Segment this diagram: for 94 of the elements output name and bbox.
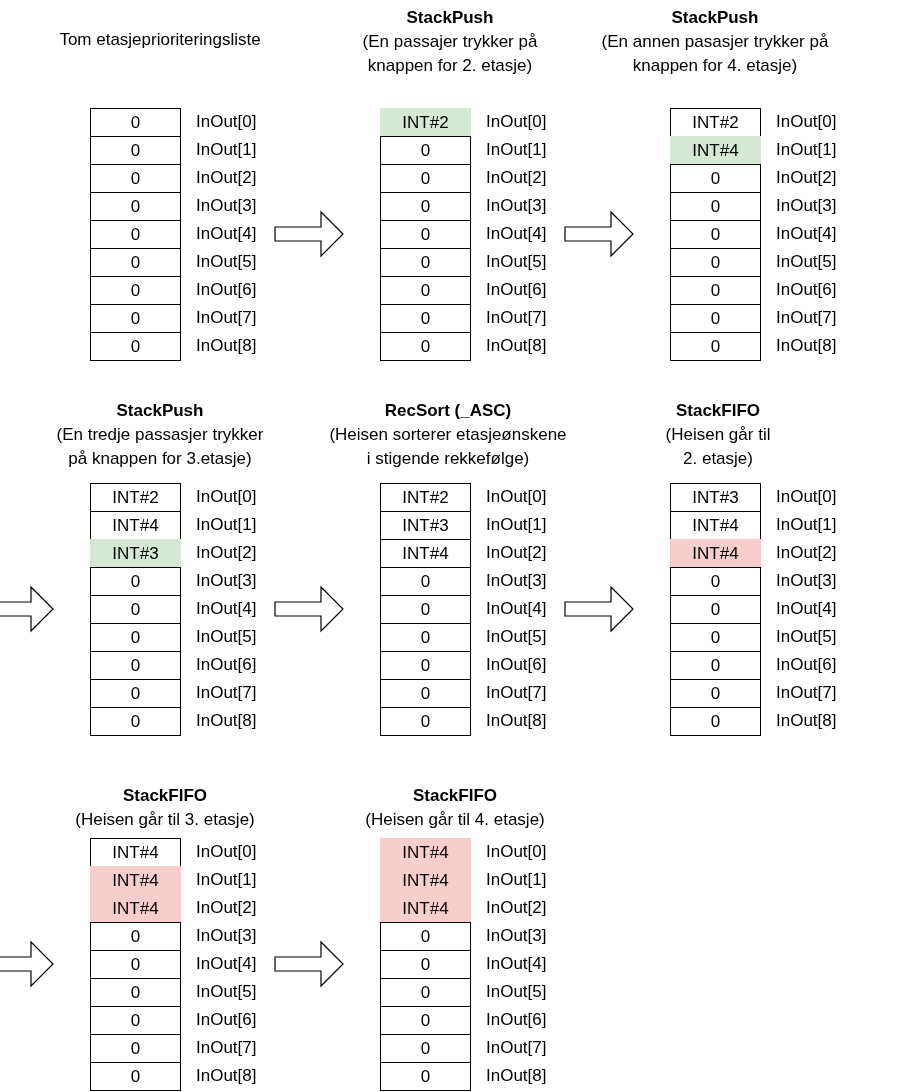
index-label: InOut[3] [196, 570, 257, 592]
step-description: (En passajer trykker på knappen for 2. etasje) [361, 31, 539, 77]
index-label: InOut[6] [776, 279, 837, 301]
index-label: InOut[5] [196, 251, 257, 273]
index-label: InOut[0] [196, 486, 257, 508]
step-description: (Heisen går til 2. etasje) [664, 424, 772, 470]
index-label: InOut[4] [196, 953, 257, 975]
index-label: InOut[8] [776, 335, 837, 357]
index-label: InOut[5] [486, 251, 547, 273]
index-label: InOut[7] [196, 682, 257, 704]
block-arrow [564, 210, 634, 258]
block-arrow [564, 585, 634, 633]
step-description: (En annen pasasjer trykker på knappen for 4. etasje) [601, 31, 829, 77]
index-label: InOut[2] [776, 167, 837, 189]
index-label: InOut[8] [486, 1065, 547, 1087]
block-arrow [274, 210, 344, 258]
index-label: InOut[3] [486, 570, 547, 592]
index-label: InOut[8] [776, 710, 837, 732]
index-label: InOut[3] [486, 195, 547, 217]
index-label: InOut[1] [776, 514, 837, 536]
index-label: InOut[1] [486, 869, 547, 891]
index-label: InOut[2] [776, 542, 837, 564]
step-description: (Heisen går til 3. etasje) [74, 809, 256, 831]
index-label: InOut[5] [196, 626, 257, 648]
step-description: (Heisen går til 4. etasje) [364, 809, 546, 831]
index-label: InOut[4] [486, 223, 547, 245]
step-title: StackPush [115, 400, 205, 422]
block-arrow [0, 940, 54, 988]
index-label: InOut[3] [196, 925, 257, 947]
index-label: InOut[5] [776, 251, 837, 273]
index-label: InOut[8] [486, 710, 547, 732]
index-label: InOut[6] [486, 654, 547, 676]
index-label: InOut[2] [486, 542, 547, 564]
step-description: (Heisen sorterer etasjeønskene i stigende rekkefølge) [328, 424, 568, 470]
index-label: InOut[7] [196, 307, 257, 329]
step-title: StackPush [670, 7, 760, 29]
index-label: InOut[1] [196, 514, 257, 536]
index-label: InOut[3] [486, 925, 547, 947]
index-label: InOut[2] [486, 897, 547, 919]
block-arrow [0, 585, 54, 633]
list-title: Tom etasjeprioriteringsliste [58, 29, 262, 51]
index-label: InOut[0] [776, 486, 837, 508]
step-description: (En tredje passasjer trykker på knappen for 3.etasje) [55, 424, 265, 470]
index-label: InOut[4] [196, 598, 257, 620]
index-label: InOut[7] [486, 1037, 547, 1059]
index-label: InOut[4] [486, 598, 547, 620]
index-label: InOut[7] [486, 307, 547, 329]
index-label: InOut[6] [776, 654, 837, 676]
index-label: InOut[7] [776, 307, 837, 329]
step-title: StackFIFO [121, 785, 209, 807]
index-label: InOut[5] [196, 981, 257, 1003]
index-label: InOut[6] [196, 1009, 257, 1031]
index-label: InOut[1] [196, 139, 257, 161]
index-label: InOut[7] [196, 1037, 257, 1059]
step-title: RecSort (_ASC) [383, 400, 513, 422]
step-title: StackFIFO [674, 400, 762, 422]
block-arrow [274, 940, 344, 988]
index-label: InOut[6] [196, 654, 257, 676]
index-label: InOut[0] [486, 486, 547, 508]
index-label: InOut[0] [776, 111, 837, 133]
index-label: InOut[2] [196, 542, 257, 564]
index-label: InOut[7] [486, 682, 547, 704]
index-label: InOut[2] [486, 167, 547, 189]
index-label: InOut[4] [486, 953, 547, 975]
index-label: InOut[1] [776, 139, 837, 161]
index-label: InOut[2] [196, 897, 257, 919]
index-label: InOut[0] [486, 841, 547, 863]
index-label: InOut[4] [776, 223, 837, 245]
index-label: InOut[5] [486, 981, 547, 1003]
index-label: InOut[8] [196, 1065, 257, 1087]
index-label: InOut[6] [196, 279, 257, 301]
index-label: InOut[6] [486, 279, 547, 301]
index-label: InOut[3] [776, 570, 837, 592]
index-label: InOut[0] [486, 111, 547, 133]
step-title: StackFIFO [411, 785, 499, 807]
index-label: InOut[0] [196, 841, 257, 863]
index-label: InOut[8] [486, 335, 547, 357]
index-label: InOut[4] [776, 598, 837, 620]
index-label: InOut[8] [196, 335, 257, 357]
index-label: InOut[5] [776, 626, 837, 648]
index-label: InOut[5] [486, 626, 547, 648]
index-label: InOut[6] [486, 1009, 547, 1031]
index-label: InOut[0] [196, 111, 257, 133]
index-label: InOut[1] [196, 869, 257, 891]
index-label: InOut[2] [196, 167, 257, 189]
index-label: InOut[8] [196, 710, 257, 732]
index-label: InOut[3] [196, 195, 257, 217]
index-label: InOut[4] [196, 223, 257, 245]
index-label: InOut[7] [776, 682, 837, 704]
block-arrow [274, 585, 344, 633]
step-title: StackPush [405, 7, 495, 29]
index-label: InOut[3] [776, 195, 837, 217]
index-label: InOut[1] [486, 514, 547, 536]
index-label: InOut[1] [486, 139, 547, 161]
